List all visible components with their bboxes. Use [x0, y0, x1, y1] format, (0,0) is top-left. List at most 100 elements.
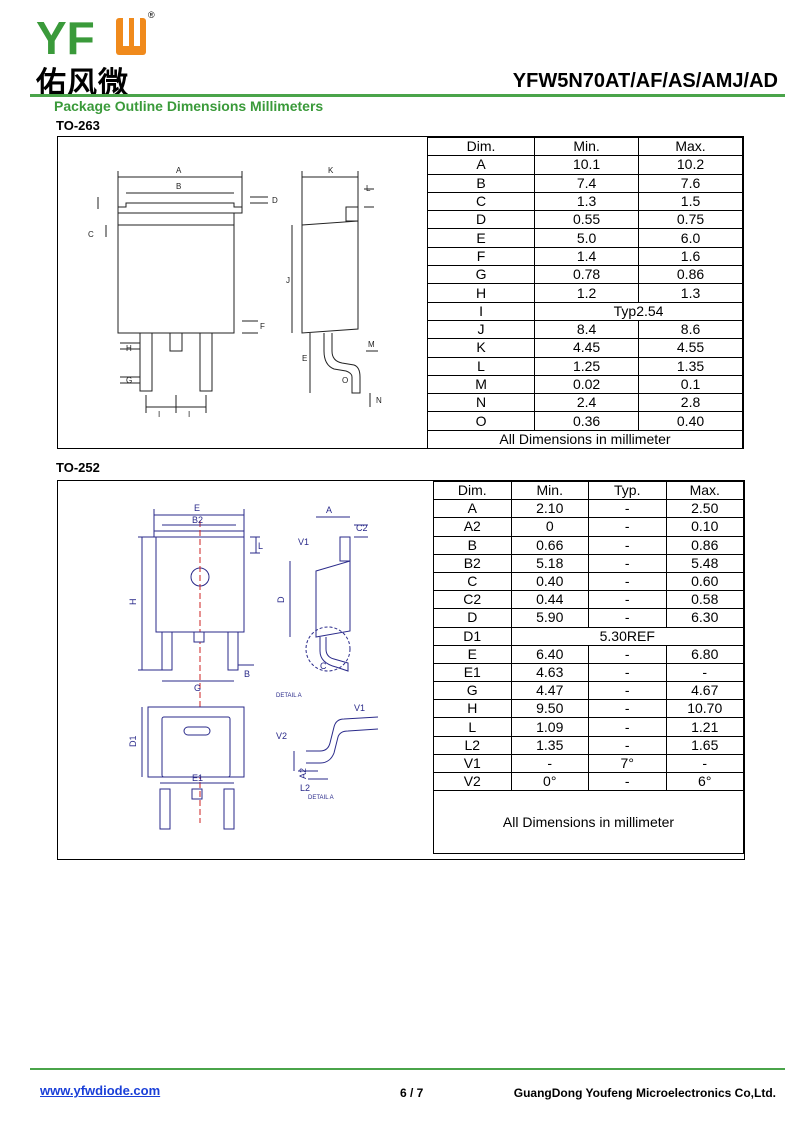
dim-value: 6.30 — [665, 608, 744, 628]
dim-label: E — [433, 644, 512, 664]
dim-value: 5.90 — [510, 608, 589, 628]
dim-value: - — [665, 753, 744, 774]
svg-text:E: E — [194, 503, 200, 513]
footer-rule — [30, 1068, 785, 1070]
dim-label: O — [426, 411, 536, 431]
dim-value: - — [588, 535, 667, 555]
dim-value: 8.6 — [638, 319, 743, 340]
dim-value: - — [588, 517, 667, 537]
svg-text:V2: V2 — [276, 731, 287, 741]
svg-text:DETAIL A: DETAIL A — [308, 795, 334, 801]
dim-label: C2 — [433, 590, 512, 610]
dim-label: D1 — [433, 626, 512, 646]
dim-value: 6.0 — [638, 228, 743, 248]
svg-text:V1: V1 — [298, 537, 309, 547]
svg-text:H: H — [128, 599, 138, 606]
dim-value: 0.78 — [534, 265, 640, 285]
column-header: Max. — [665, 480, 744, 501]
dim-value: 6° — [665, 771, 744, 792]
dim-value: - — [588, 499, 667, 519]
column-header: Typ. — [588, 480, 667, 501]
svg-text:C: C — [88, 230, 94, 239]
dim-value: - — [510, 753, 589, 774]
svg-text:D: D — [272, 196, 278, 205]
dim-value: 0.66 — [510, 535, 589, 555]
website-link[interactable]: www.yfwdiode.com — [40, 1083, 161, 1098]
dim-value: 8.4 — [534, 319, 640, 340]
header-rule — [30, 94, 785, 97]
svg-text:L: L — [258, 541, 263, 551]
dim-value: - — [588, 717, 667, 737]
svg-text:F: F — [260, 322, 265, 331]
dim-label: V1 — [433, 753, 512, 774]
dim-label: A2 — [433, 517, 512, 537]
to252-frame — [57, 480, 745, 860]
table-note: All Dimensions in millimeter — [433, 790, 744, 855]
to252-drawing: DETAIL A E B2 H L B G A C2 V1 D C D1 E1 … — [128, 503, 379, 830]
dim-value: 2.4 — [534, 393, 640, 413]
svg-text:D: D — [276, 596, 286, 603]
dim-value: 0.75 — [638, 210, 743, 230]
dim-label: E — [426, 228, 536, 248]
column-header: Min. — [510, 480, 589, 501]
svg-text:B: B — [176, 182, 181, 191]
dim-label: N — [426, 393, 536, 413]
svg-text:O: O — [342, 376, 348, 385]
dim-value: 1.2 — [534, 283, 640, 303]
dim-value: 0 — [510, 517, 589, 537]
dim-value: - — [588, 681, 667, 701]
svg-text:E1: E1 — [192, 773, 203, 783]
dim-label: G — [433, 681, 512, 701]
dim-value: 1.21 — [665, 717, 744, 737]
dim-value: 0.36 — [534, 411, 640, 431]
dim-value: 5.30REF — [510, 626, 744, 646]
to263-label: TO-263 — [56, 118, 100, 133]
dim-value: 4.63 — [510, 662, 589, 683]
dim-label: A — [426, 155, 536, 175]
svg-text:A: A — [326, 505, 332, 515]
dim-value: 10.2 — [638, 155, 743, 175]
dim-label: L — [426, 356, 536, 376]
table-note-row: All Dimensions in millimeter — [427, 429, 743, 450]
part-number: YFW5N70AT/AF/AS/AMJ/AD — [512, 70, 778, 92]
svg-text:E: E — [302, 354, 307, 363]
svg-text:V1: V1 — [354, 703, 365, 713]
dim-label: C — [426, 191, 536, 212]
dim-value: 1.3 — [534, 191, 640, 212]
dim-value: 2.10 — [510, 499, 589, 519]
column-header: Dim. — [433, 480, 512, 501]
dim-value: 0.40 — [638, 411, 743, 431]
dim-value: 4.47 — [510, 681, 589, 701]
dim-label: I — [426, 301, 536, 321]
dim-value: 0.44 — [510, 590, 589, 610]
dim-value: 0.58 — [665, 590, 744, 610]
dim-label: B — [426, 173, 536, 193]
dim-label: H — [426, 283, 536, 303]
dim-value: 1.35 — [510, 735, 589, 755]
dim-label: H — [433, 699, 512, 719]
dim-value: 2.8 — [638, 393, 743, 413]
dim-label: V2 — [433, 771, 512, 792]
dim-value: - — [588, 699, 667, 719]
dim-value: 5.0 — [534, 228, 640, 248]
dim-label: G — [426, 265, 536, 285]
dim-value: - — [588, 662, 667, 683]
section-title: Package Outline Dimensions Millimeters — [54, 98, 324, 114]
